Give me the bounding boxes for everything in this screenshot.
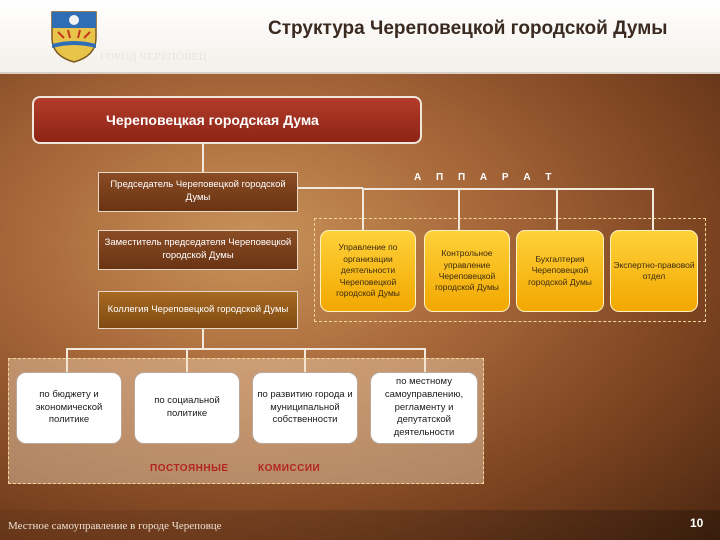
connector-commission-4 (424, 348, 426, 372)
commission-city-development: по развитию города и муниципальной собст… (252, 372, 358, 444)
connector-apparatus-4 (652, 188, 654, 230)
footer-text: Местное самоуправление в городе Череповц… (8, 520, 222, 532)
header-bar (0, 0, 720, 72)
apparatus-unit-accounting: Бухгалтерия Череповецкой городской Думы (516, 230, 604, 312)
connector-apparatus-3 (556, 188, 558, 230)
connector-apparatus-bar (362, 188, 654, 190)
connector-commissions-bar (66, 348, 426, 350)
connector-commission-2 (186, 348, 188, 372)
page-number: 10 (690, 516, 704, 530)
connector-collegium-down (202, 329, 204, 349)
connector-commission-3 (304, 348, 306, 372)
connector-duma-down (202, 144, 204, 172)
connector-chairman-apparatus (297, 187, 363, 189)
connector-commission-1 (66, 348, 68, 372)
city-name: ГОРОД ЧЕРЕПОВЕЦ (100, 51, 208, 63)
connector-apparatus-2 (458, 188, 460, 230)
deputy-chairman-box: Заместитель председателя Череповецкой го… (98, 230, 298, 270)
commission-budget: по бюджету и экономической политике (16, 372, 122, 444)
collegium-box: Коллегия Череповецкой городской Думы (98, 291, 298, 329)
apparatus-unit-control: Контрольное управление Череповецкой горо… (424, 230, 510, 312)
duma-box: Череповецкая городская Дума (32, 96, 422, 144)
apparatus-group-frame (314, 218, 706, 322)
page-title: Структура Череповецкой городской Думы (268, 18, 668, 39)
apparatus-unit-legal: Экспертно-правовой отдел (610, 230, 698, 312)
commissions-label-right: КОМИССИИ (258, 463, 321, 474)
connector-apparatus-1 (362, 188, 364, 230)
apparatus-unit-organization: Управление по организации деятельности Ч… (320, 230, 416, 312)
coat-of-arms-icon (48, 8, 100, 64)
commission-social: по социальной политике (134, 372, 240, 444)
chairman-box: Председатель Череповецкой городской Думы (98, 172, 298, 212)
header-divider (0, 72, 720, 74)
commissions-label-left: ПОСТОЯННЫЕ (150, 463, 229, 474)
commission-self-government: по местному самоуправлению, регламенту и… (370, 372, 478, 444)
apparatus-label: А П П А Р А Т (414, 172, 558, 183)
footer-band (0, 510, 720, 540)
